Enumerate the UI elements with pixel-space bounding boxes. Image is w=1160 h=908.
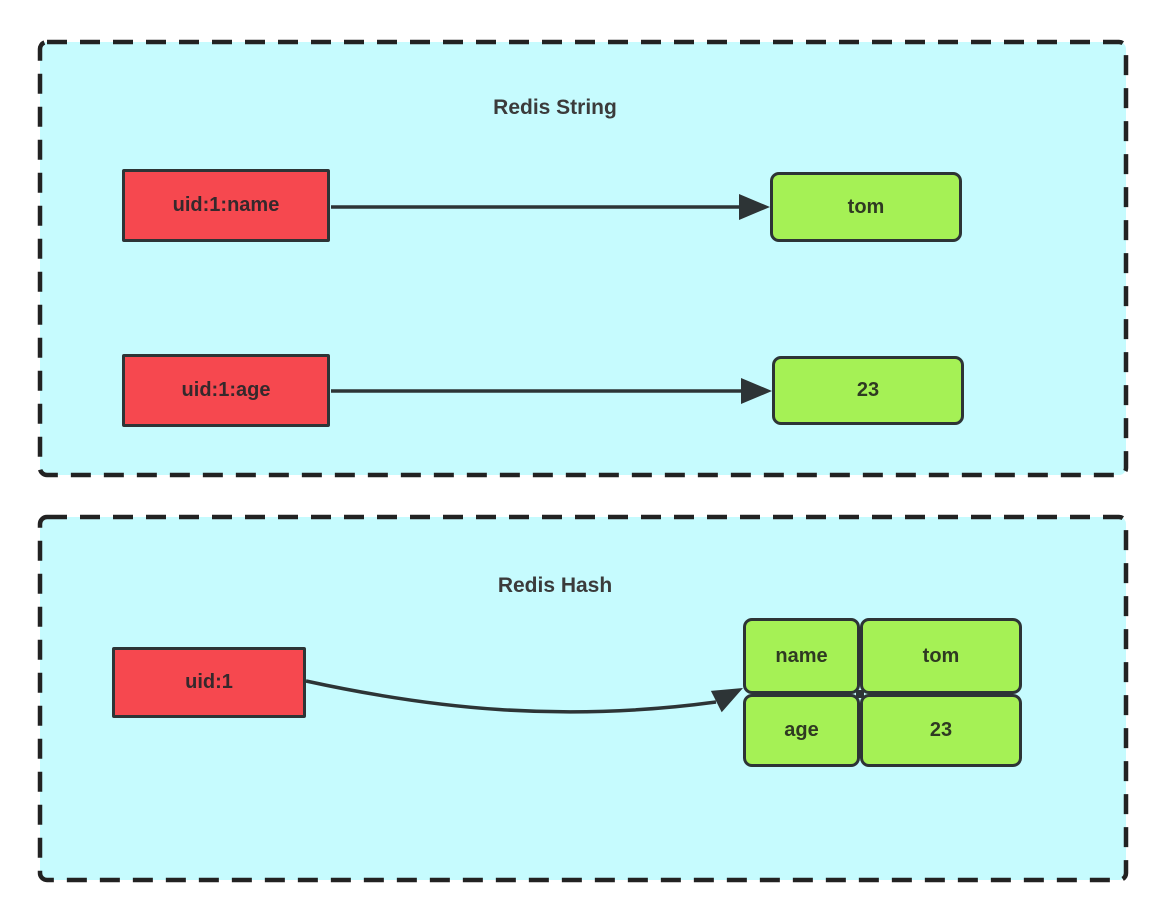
hash-value-cell-23: 23 xyxy=(860,694,1022,767)
hash-value-label: tom xyxy=(922,644,960,667)
hash-panel-title: Redis Hash xyxy=(497,574,613,597)
string-key-box-uid-1-age: uid:1:age xyxy=(122,354,330,427)
hash-key-label: uid:1 xyxy=(185,671,233,693)
string-value-box-23: 23 xyxy=(772,356,964,425)
string-key-box-uid-1-name: uid:1:name xyxy=(122,169,330,242)
string-key-label: uid:1:name xyxy=(172,194,280,216)
hash-value-label: 23 xyxy=(929,719,953,741)
hash-field-cell-age: age xyxy=(743,694,860,767)
hash-value-cell-tom: tom xyxy=(860,618,1022,694)
string-value-label: tom xyxy=(847,195,885,218)
hash-key-box-uid-1: uid:1 xyxy=(112,647,306,718)
hash-panel-border xyxy=(37,514,1129,883)
string-key-label: uid:1:age xyxy=(181,379,271,401)
arrow-uid1-to-hash xyxy=(305,679,743,714)
hash-table-junction-dot xyxy=(856,690,864,698)
arrow-age-to-23 xyxy=(331,378,772,404)
string-value-label: 23 xyxy=(856,379,880,401)
arrow-name-to-tom xyxy=(331,194,770,220)
string-value-box-tom: tom xyxy=(770,172,962,242)
hash-field-cell-name: name xyxy=(743,618,860,694)
hash-field-label: age xyxy=(784,719,819,741)
string-panel-title: Redis String xyxy=(493,96,617,119)
hash-field-label: name xyxy=(775,644,828,667)
